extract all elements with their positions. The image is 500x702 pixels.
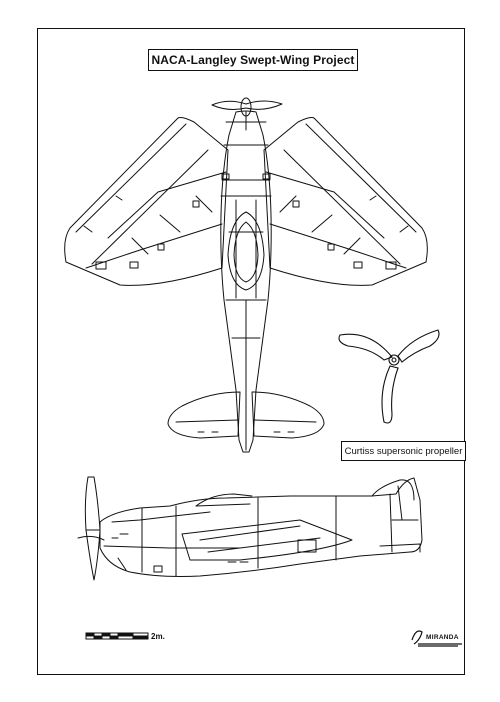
top-view-fuselage xyxy=(220,110,272,453)
propeller-caption: Curtiss supersonic propeller xyxy=(344,445,463,457)
miranda-logo-text: MIRANDA xyxy=(426,634,459,641)
propeller-caption-box: Curtiss supersonic propeller xyxy=(341,441,466,461)
drawing-border xyxy=(37,28,465,675)
top-view-left-wing xyxy=(64,117,230,286)
top-view-right-wing xyxy=(262,117,428,286)
top-view-tailplane xyxy=(167,391,325,439)
drawing-title: NACA-Langley Swept-Wing Project xyxy=(151,53,355,67)
drawing-title-box: NACA-Langley Swept-Wing Project xyxy=(148,49,358,71)
side-view-propeller xyxy=(77,476,105,581)
scale-label: 2m. xyxy=(151,632,165,641)
side-view-fuselage xyxy=(99,477,423,577)
